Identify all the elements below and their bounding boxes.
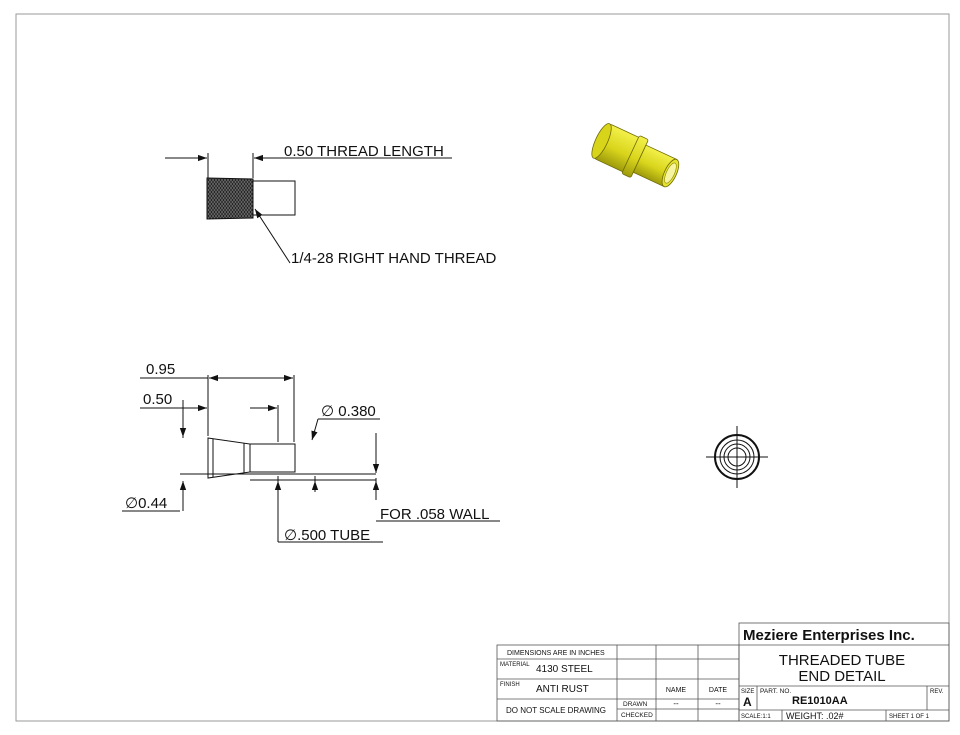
dim-neck-diameter: ∅ 0.380	[321, 403, 376, 420]
dim-wall-thickness: FOR .058 WALL	[380, 506, 489, 523]
finish-value: ANTI RUST	[536, 684, 589, 695]
isometric-part	[591, 123, 680, 188]
sheet-label: SHEET 1 OF 1	[889, 714, 930, 720]
dim-overall-length: 0.95	[146, 361, 175, 378]
scale-label: SCALE:1:1	[741, 714, 771, 720]
dimensions-note: DIMENSIONS ARE IN INCHES	[507, 650, 605, 657]
thread-length-label: 0.50 THREAD LENGTH	[284, 143, 444, 160]
end-view	[706, 426, 768, 488]
weight-label: WEIGHT: .02#	[786, 711, 844, 721]
revision-label: REV.	[930, 689, 944, 695]
sheet-border	[15, 13, 950, 722]
name-header: NAME	[666, 687, 687, 694]
thread-spec-label: 1/4-28 RIGHT HAND THREAD	[291, 250, 496, 267]
size-value: A	[743, 695, 752, 709]
tube-section	[252, 180, 296, 216]
drawn-label: DRAWN	[623, 701, 648, 708]
dim-tube-diameter: ∅.500 TUBE	[284, 527, 370, 544]
material-value: 4130 STEEL	[536, 664, 593, 675]
dim-outer-diameter: ∅0.44	[125, 495, 167, 512]
drawn-name: --	[673, 699, 679, 708]
threaded-section	[206, 177, 254, 220]
material-label: MATERIAL	[500, 662, 530, 668]
title-block	[496, 622, 950, 722]
tube-body	[249, 443, 296, 473]
size-label: SIZE	[741, 689, 754, 695]
side-view	[122, 374, 500, 543]
finish-label: FINISH	[500, 682, 520, 688]
drawn-date: --	[715, 699, 721, 708]
checked-label: CHECKED	[621, 712, 653, 719]
do-not-scale-note: DO NOT SCALE DRAWING	[506, 706, 606, 715]
dim-thread-length: 0.50	[143, 391, 172, 408]
top-view	[165, 153, 452, 264]
drawing-title-line1: THREADED TUBE	[779, 652, 905, 669]
drawing-title-line2: END DETAIL	[798, 668, 885, 685]
company-name: Meziere Enterprises Inc.	[743, 627, 915, 644]
date-header: DATE	[709, 687, 727, 694]
part-number-label: PART. NO.	[760, 688, 791, 695]
part-number-value: RE1010AA	[792, 695, 848, 707]
